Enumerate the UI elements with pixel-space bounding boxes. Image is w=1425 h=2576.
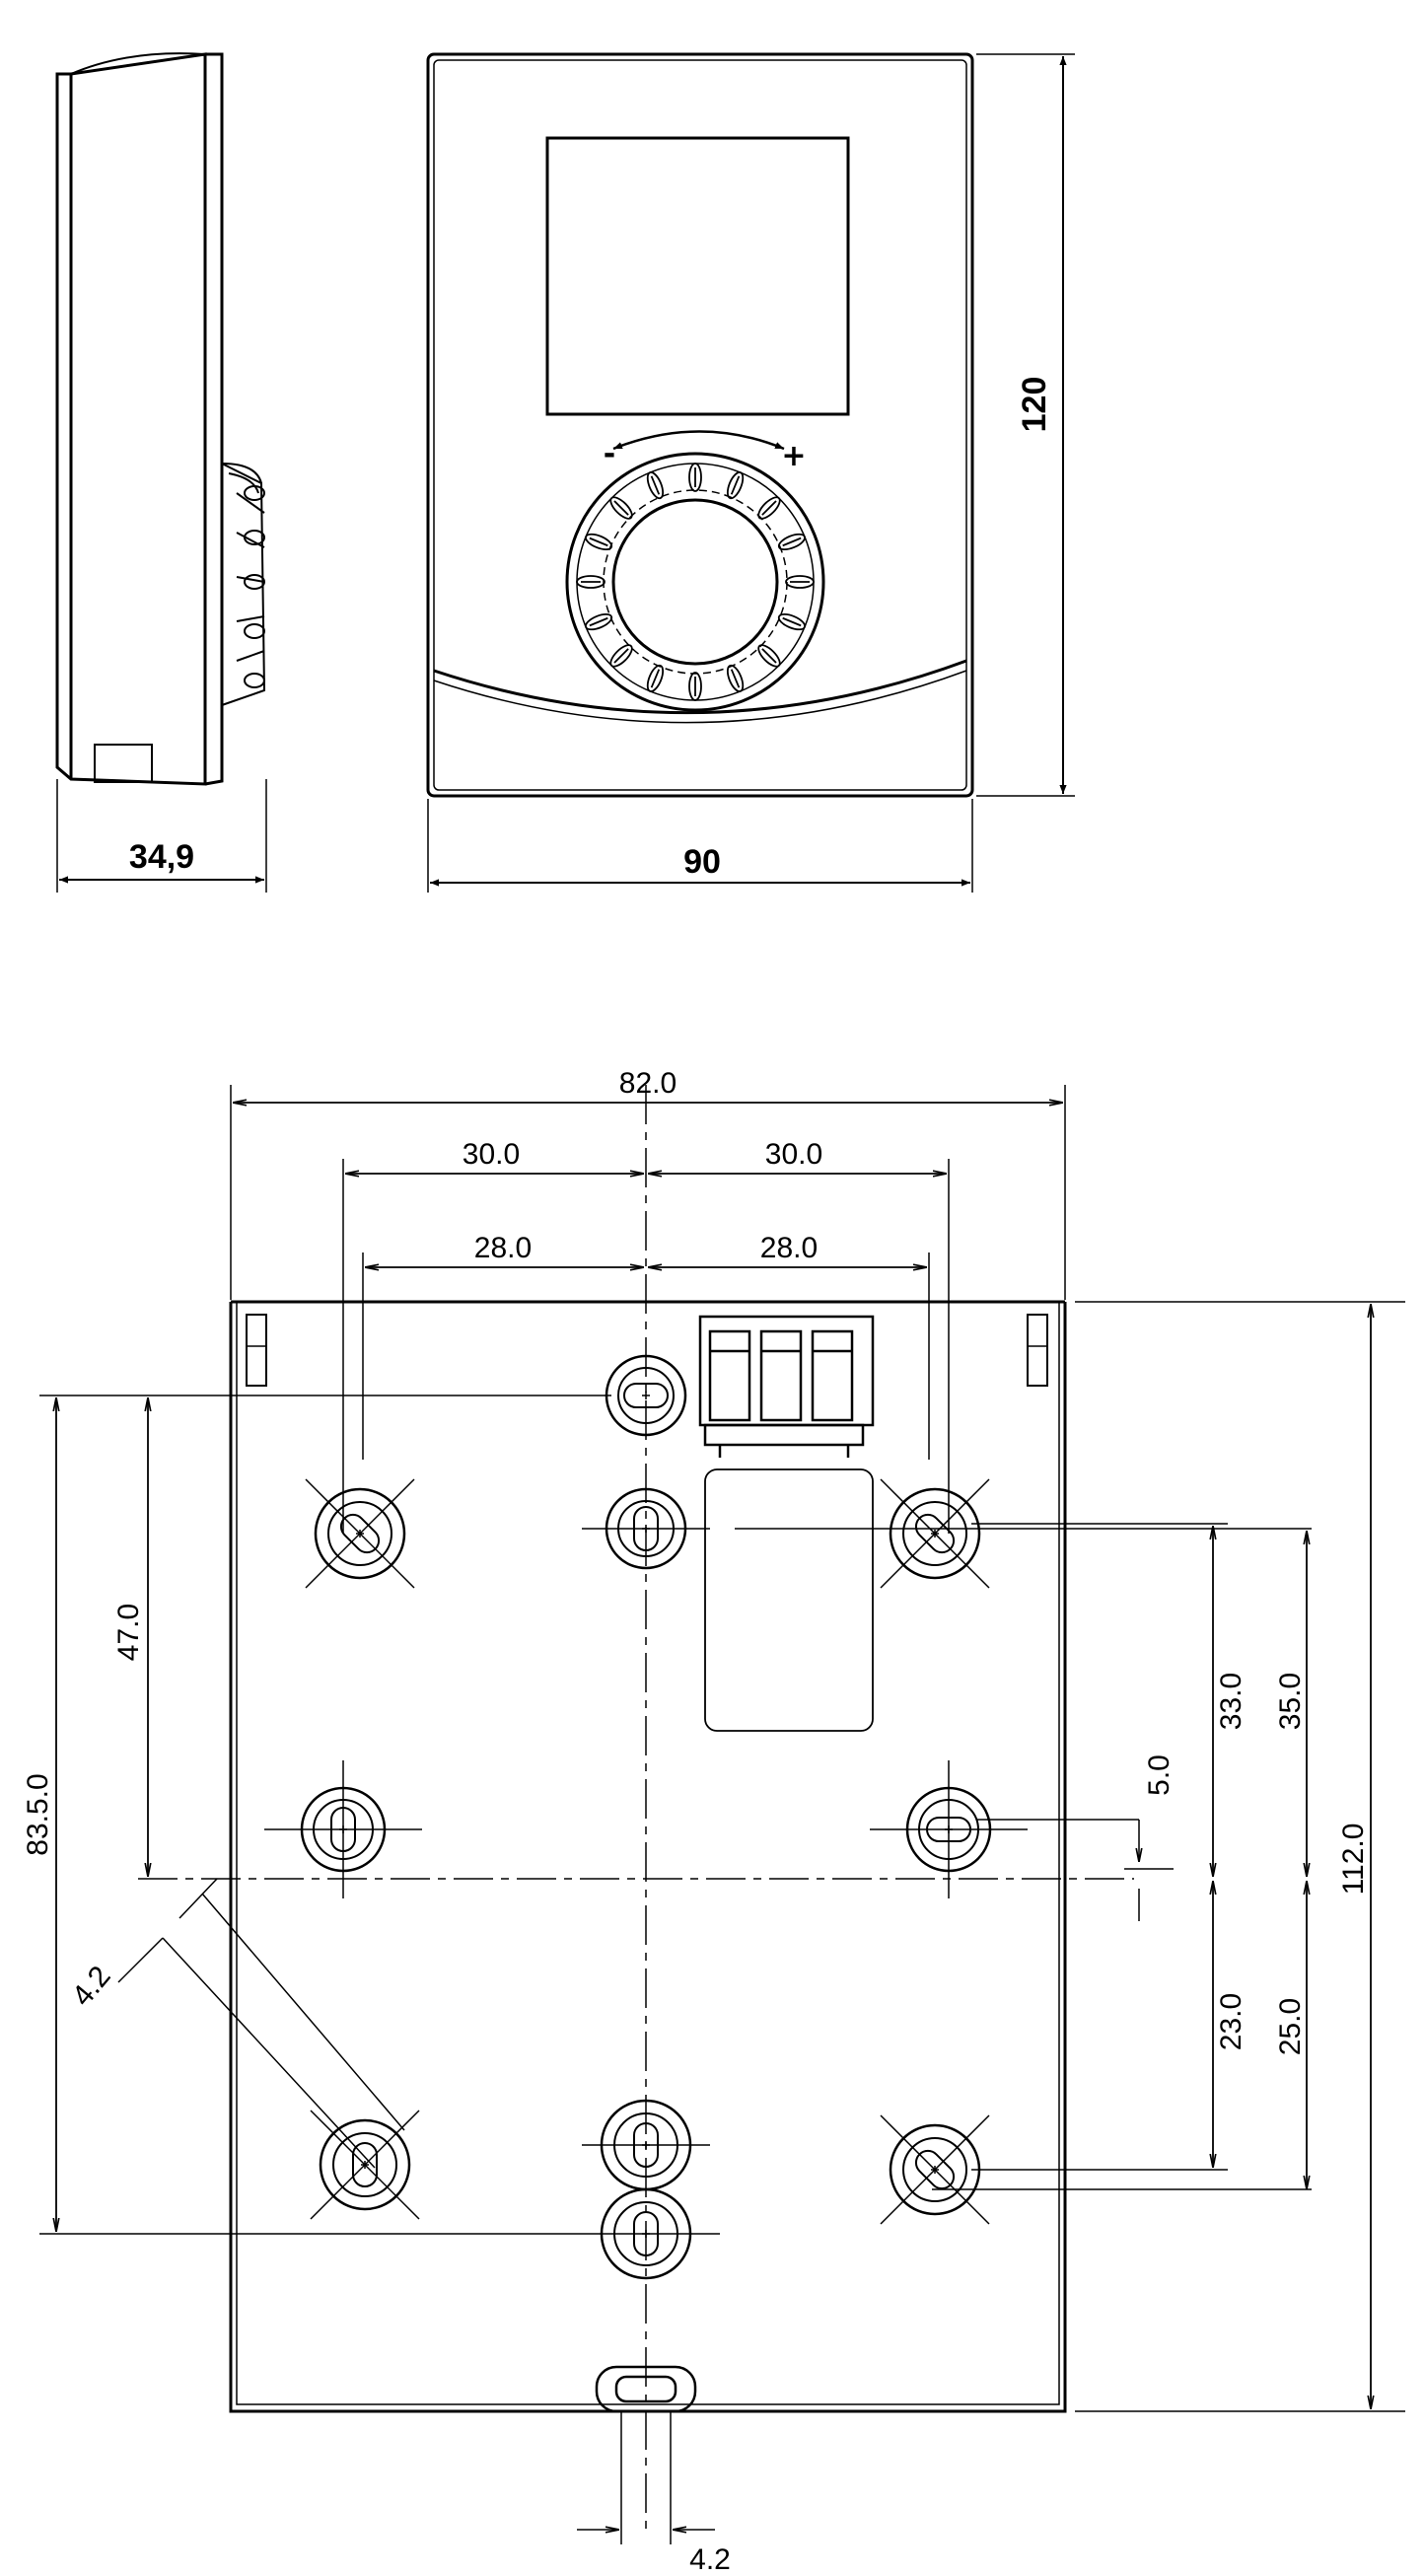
left-inner-spacing-label: 28.0 xyxy=(474,1232,532,1264)
bottom-slot xyxy=(577,2365,715,2544)
overall-width-label: 82.0 xyxy=(619,1067,677,1100)
upper-right-inner-label: 33.0 xyxy=(1215,1673,1247,1730)
offset-label: 5.0 xyxy=(1143,1754,1176,1796)
upper-right-outer-label: 35.0 xyxy=(1274,1673,1307,1730)
width-dimension-label: 90 xyxy=(683,843,721,881)
minus-symbol: - xyxy=(604,437,615,471)
back-view xyxy=(39,1085,1405,2544)
depth-dimension-label: 34,9 xyxy=(129,838,194,876)
left-vertical-label: 47.0 xyxy=(112,1604,145,1661)
right-inner-spacing-label: 28.0 xyxy=(760,1232,818,1264)
lower-right-outer-label: 25.0 xyxy=(1274,1998,1307,2055)
right-outer-spacing-label: 30.0 xyxy=(765,1138,822,1171)
height-dimension-label: 120 xyxy=(1016,377,1053,433)
overall-height-label: 112.0 xyxy=(1337,1824,1370,1896)
knob-profile xyxy=(221,463,266,706)
lower-right-inner-label: 23.0 xyxy=(1215,1993,1247,2050)
terminal-block xyxy=(698,1315,875,1458)
left-outer-spacing-label: 30.0 xyxy=(463,1138,520,1171)
plus-symbol: + xyxy=(781,439,806,473)
slot-width-label: 4.2 xyxy=(689,2543,731,2576)
hole-diameter-left-label: 4.2 xyxy=(66,1960,117,2012)
rotary-dial xyxy=(565,452,825,712)
display-screen xyxy=(545,136,850,416)
side-view xyxy=(55,52,267,893)
far-left-vertical-label: 83.5.0 xyxy=(22,1773,54,1855)
front-view xyxy=(426,52,1075,893)
